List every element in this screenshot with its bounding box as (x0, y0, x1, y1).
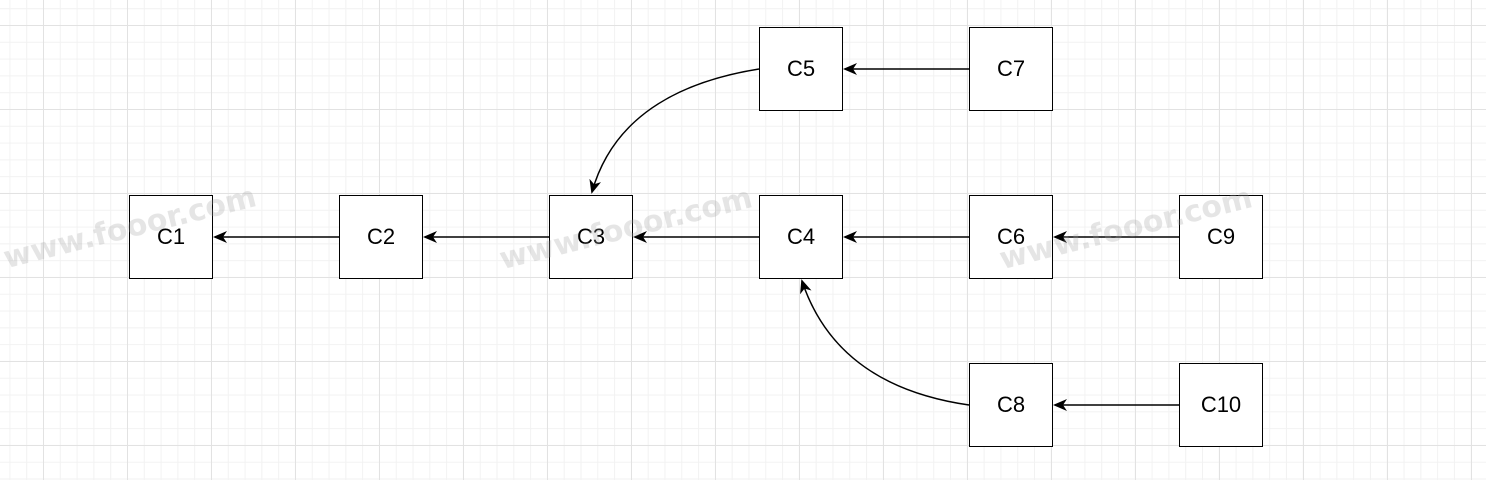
node-c1[interactable]: C1 (129, 195, 213, 279)
edge-c8-c4 (800, 279, 970, 406)
node-c6[interactable]: C6 (969, 195, 1053, 279)
node-c9[interactable]: C9 (1179, 195, 1263, 279)
node-c5-label: C5 (786, 56, 816, 81)
node-c8[interactable]: C8 (969, 363, 1053, 447)
node-c2[interactable]: C2 (339, 195, 423, 279)
node-c4[interactable]: C4 (759, 195, 843, 279)
edge-c5-c3 (589, 68, 760, 194)
node-c6-label: C6 (996, 224, 1026, 249)
node-c5[interactable]: C5 (759, 27, 843, 111)
node-c3-label: C3 (576, 224, 606, 249)
node-c1-label: C1 (156, 224, 186, 249)
node-c10-label: C10 (1200, 392, 1242, 417)
node-c8-label: C8 (996, 392, 1026, 417)
node-c2-label: C2 (366, 224, 396, 249)
node-c7[interactable]: C7 (969, 27, 1053, 111)
node-c9-label: C9 (1206, 224, 1236, 249)
node-c10[interactable]: C10 (1179, 363, 1263, 447)
node-c4-label: C4 (786, 224, 816, 249)
node-c3[interactable]: C3 (549, 195, 633, 279)
node-c7-label: C7 (996, 56, 1026, 81)
